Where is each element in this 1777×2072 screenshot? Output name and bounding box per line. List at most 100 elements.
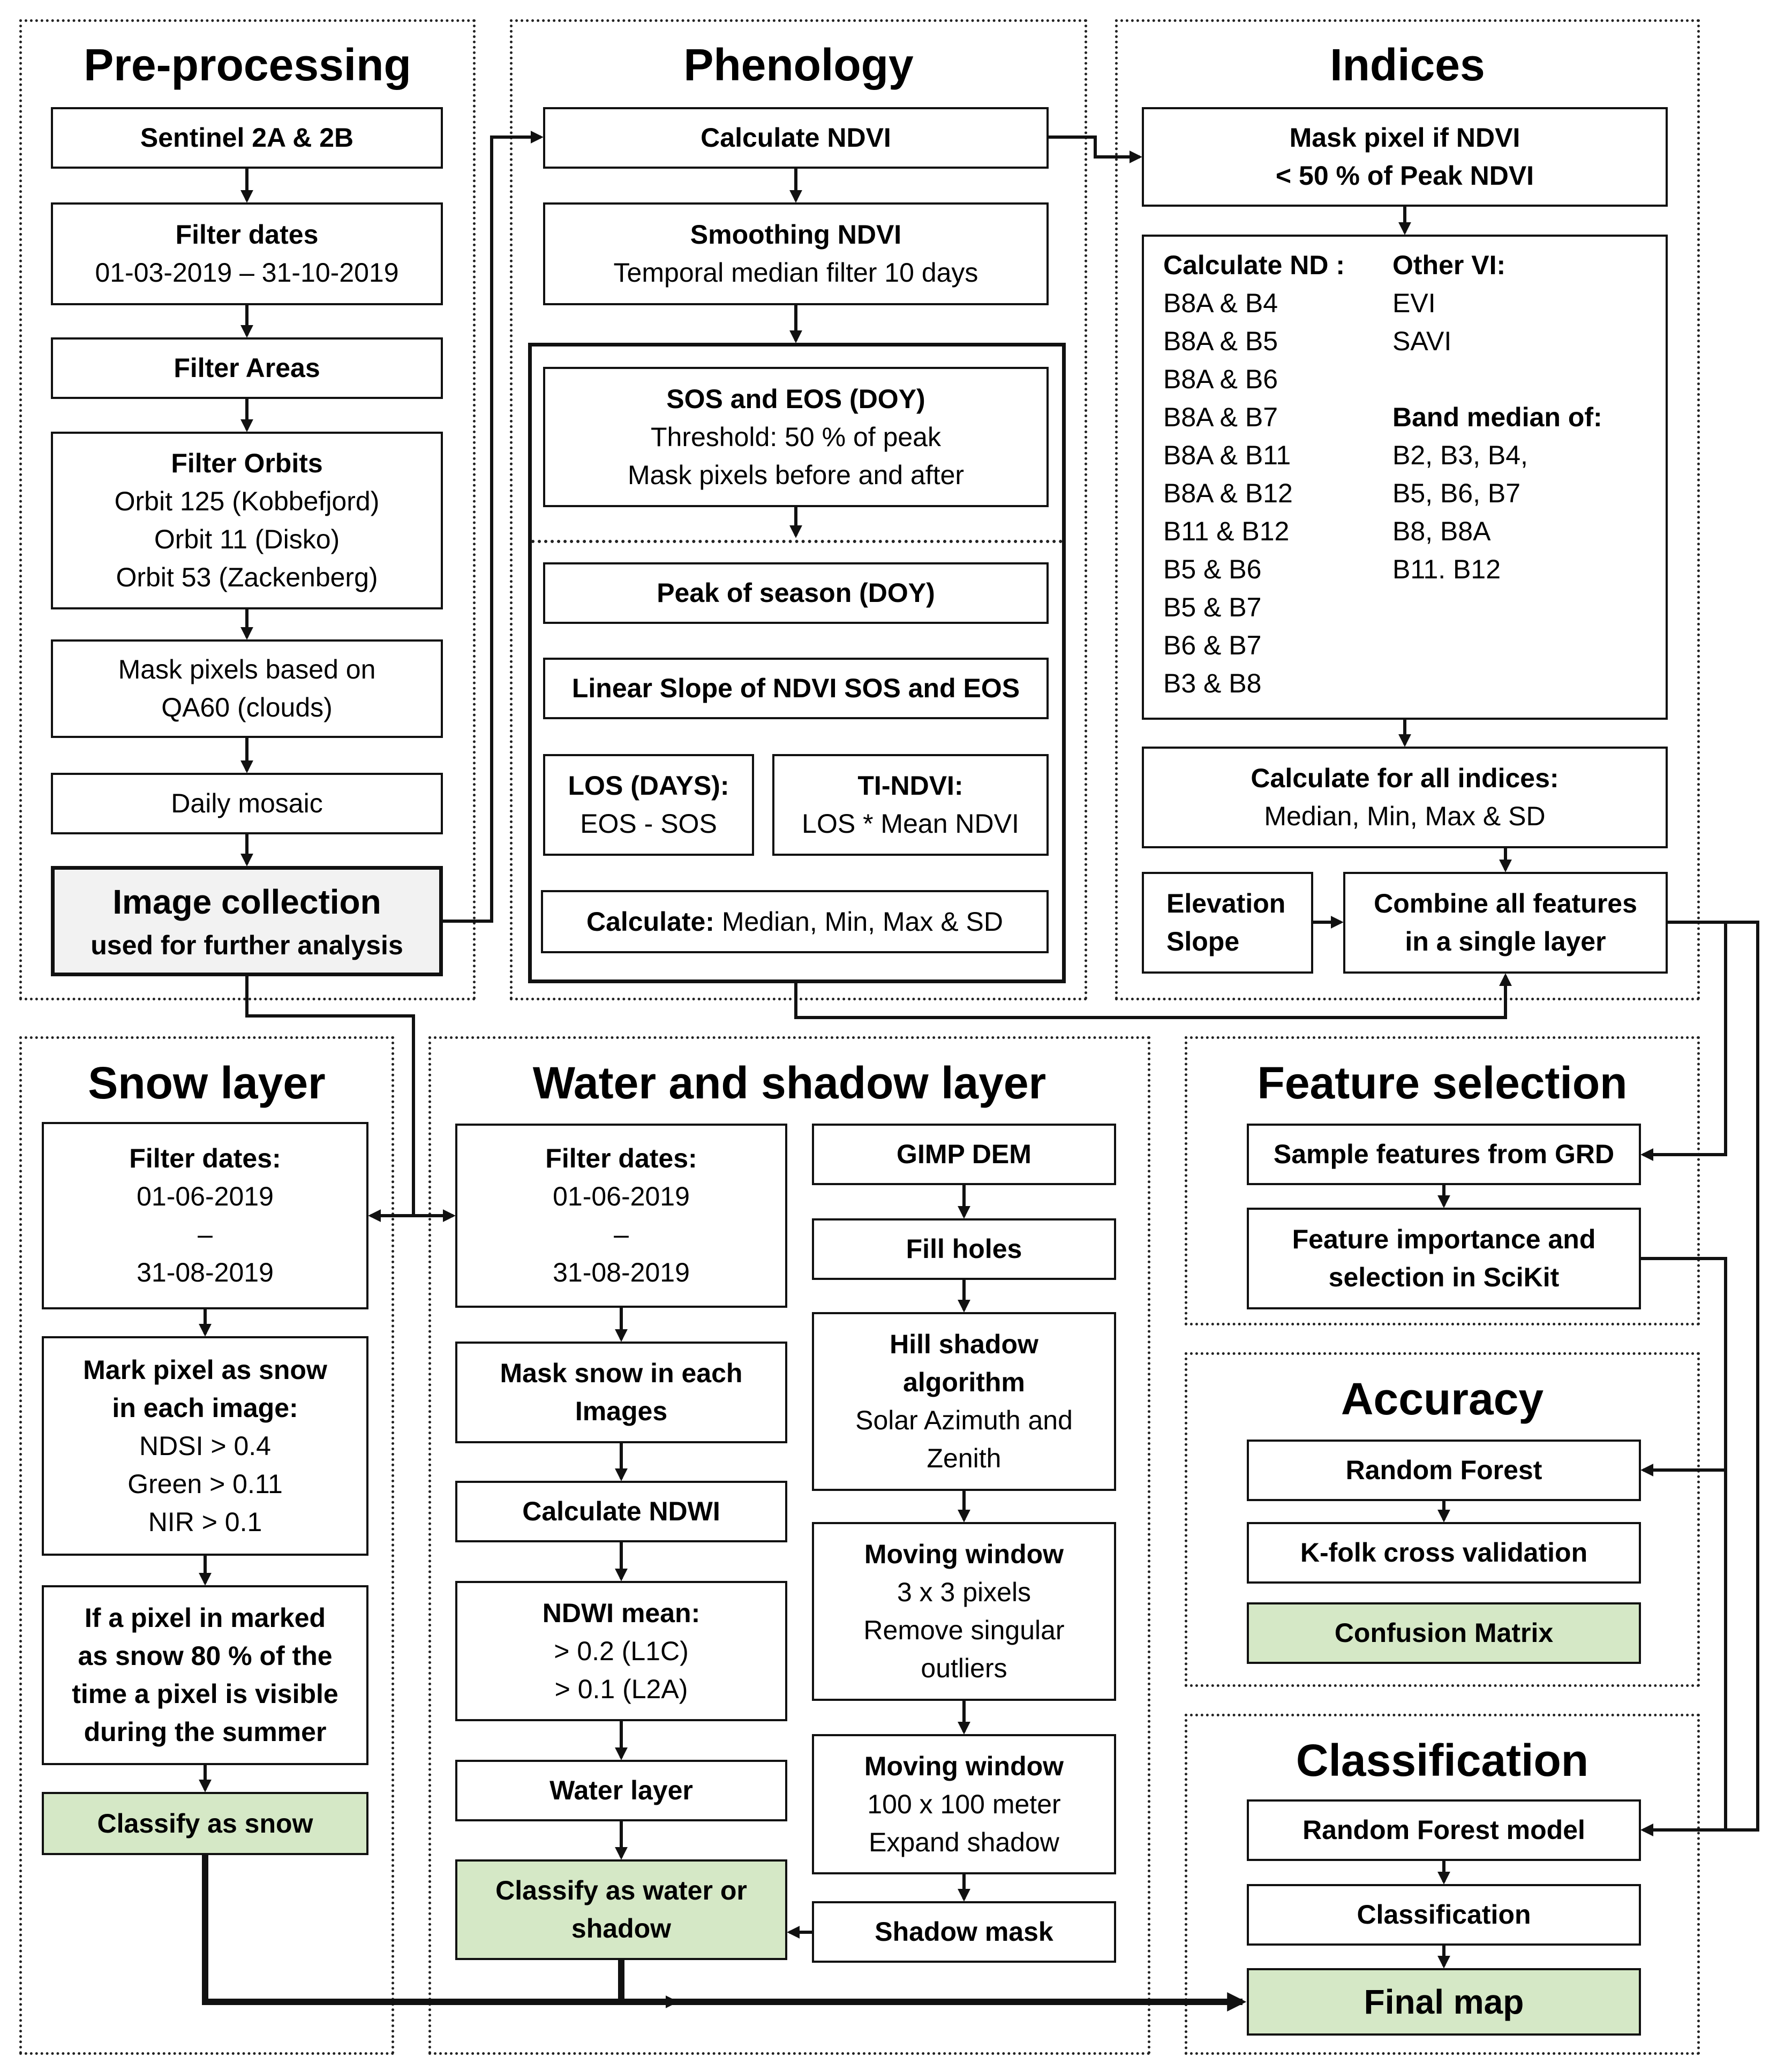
elevation-label: Elevation	[1166, 888, 1286, 918]
nd-title: Calculate ND :	[1163, 250, 1345, 280]
vi-item: SAVI	[1392, 326, 1452, 356]
moving-window-1-line2: Remove singular	[863, 1615, 1065, 1645]
nd-item: B8A & B4	[1163, 288, 1278, 318]
orbit-kobbefjord: Orbit 125 (Kobbefjord)	[114, 486, 380, 516]
hill-shadow-line3: Solar Azimuth and	[855, 1405, 1073, 1435]
daily-mosaic-label: Daily mosaic	[171, 788, 323, 818]
phenology-calc-label: Calculate:	[586, 906, 714, 937]
arrow-ndvi-to-indices	[1049, 135, 1142, 163]
los-box: LOS (DAYS): EOS - SOS	[543, 754, 754, 856]
arrow-importance-to-rfmodel	[1640, 1470, 1727, 1836]
snow-rule-line4: during the summer	[84, 1717, 327, 1747]
cloud-mask-box: Mask pixels based on QA60 (clouds)	[51, 639, 443, 738]
feature-panel: Feature selection	[1185, 1036, 1700, 1325]
hill-shadow-line4: Zenith	[927, 1443, 1002, 1473]
classification-label: Classification	[1357, 1900, 1531, 1930]
mask-snow-box: Mask snow in each Images	[455, 1342, 787, 1443]
snow-date-end: 31-08-2019	[137, 1257, 274, 1287]
moving-window-1-line3: outliers	[921, 1653, 1007, 1683]
snow-ndsi: NDSI > 0.4	[139, 1430, 271, 1461]
snow-rule-line1: If a pixel in marked	[84, 1603, 326, 1633]
arrow-phenology-to-combine	[794, 973, 1512, 1019]
moving-window-2-line2: Expand shadow	[869, 1827, 1059, 1857]
calc-ndvi-box: Calculate NDVI	[543, 107, 1049, 169]
arrow-collection-to-ndvi	[443, 131, 544, 923]
feature-title: Feature selection	[1257, 1058, 1628, 1108]
rf-model-box: Random Forest model	[1247, 1799, 1641, 1861]
snow-nir: NIR > 0.1	[148, 1506, 262, 1537]
filter-orbits-box: Filter Orbits Orbit 125 (Kobbefjord) Orb…	[51, 432, 443, 609]
fill-holes-label: Fill holes	[906, 1234, 1022, 1264]
nd-item: B8A & B12	[1163, 478, 1293, 508]
snow-rule-line3: time a pixel is visible	[72, 1679, 338, 1709]
classification-panel: Classification	[1185, 1714, 1700, 2055]
phenology-title: Phenology	[683, 40, 914, 90]
band-item: B11. B12	[1392, 554, 1501, 584]
hill-shadow-line1: Hill shadow	[890, 1329, 1038, 1359]
ndwi-mean-box: NDWI mean: > 0.2 (L1C) > 0.1 (L2A)	[455, 1581, 787, 1721]
sos-eos-title: SOS and EOS (DOY)	[666, 383, 925, 414]
random-forest-box: Random Forest	[1247, 1440, 1641, 1501]
sos-eos-threshold: Threshold: 50 % of peak	[651, 421, 941, 452]
water-date-dash: –	[614, 1219, 629, 1249]
phenology-calc-box: Calculate: Median, Min, Max & SD	[541, 890, 1049, 953]
classify-water-line2: shadow	[571, 1913, 672, 1943]
calc-ndvi-label: Calculate NDVI	[701, 123, 891, 153]
cloud-mask-line1: Mask pixels based on	[118, 654, 376, 684]
flow-snow-to-final	[202, 1855, 664, 2005]
water-title: Water and shadow layer	[532, 1058, 1046, 1108]
snow-date-start: 01-06-2019	[137, 1181, 274, 1211]
smoothing-box: Smoothing NDVI Temporal median filter 10…	[543, 202, 1049, 305]
water-layer-label: Water layer	[549, 1775, 693, 1805]
mask-snow-line1: Mask snow in each	[500, 1358, 743, 1388]
band-item: B8, B8A	[1392, 516, 1491, 546]
hill-shadow-box: Hill shadow algorithm Solar Azimuth and …	[812, 1312, 1116, 1491]
filter-areas-box: Filter Areas	[51, 337, 443, 399]
moving-window-1-title: Moving window	[864, 1539, 1064, 1569]
classify-snow-label: Classify as snow	[97, 1808, 313, 1839]
vi-title: Other VI:	[1392, 250, 1506, 280]
sample-features-box: Sample features from GRD	[1247, 1124, 1641, 1185]
snow-mark-box: Mark pixel as snow in each image: NDSI >…	[42, 1336, 368, 1556]
snow-rule-box: If a pixel in marked as snow 80 % of the…	[42, 1585, 368, 1765]
gimp-dem-box: GIMP DEM	[812, 1124, 1116, 1185]
ti-ndvi-title: TI-NDVI:	[857, 771, 963, 801]
feature-importance-line2: selection in SciKit	[1328, 1262, 1560, 1292]
cloud-mask-line2: QA60 (clouds)	[161, 692, 333, 722]
indices-panel: Indices	[1115, 19, 1700, 1000]
confusion-matrix-label: Confusion Matrix	[1334, 1618, 1554, 1648]
image-collection-title: Image collection	[112, 883, 381, 922]
snow-panel: Snow layer	[19, 1036, 394, 2055]
filter-dates-title: Filter dates	[175, 220, 319, 250]
filter-dates-range: 01-03-2019 – 31-10-2019	[95, 258, 399, 288]
moving-window-1-line1: 3 x 3 pixels	[897, 1577, 1031, 1607]
arrow-importance-to-rf	[1640, 1257, 1727, 1476]
calc-ndwi-box: Calculate NDWI	[455, 1481, 787, 1542]
image-collection-box: Image collection used for further analys…	[51, 866, 443, 976]
gimp-dem-label: GIMP DEM	[897, 1139, 1031, 1169]
kfold-label: K-folk cross validation	[1300, 1538, 1588, 1568]
nd-item: B8A & B6	[1163, 364, 1278, 394]
nd-item: B8A & B11	[1163, 440, 1291, 470]
shadow-mask-label: Shadow mask	[875, 1917, 1053, 1947]
elevation-slope-box: Elevation Slope	[1142, 872, 1313, 974]
moving-window-2-line1: 100 x 100 meter	[867, 1789, 1061, 1819]
feature-importance-line1: Feature importance and	[1292, 1224, 1596, 1254]
los-desc: EOS - SOS	[580, 809, 717, 839]
kfold-box: K-folk cross validation	[1247, 1522, 1641, 1584]
classify-water-box: Classify as water or shadow	[455, 1859, 787, 1960]
classification-title: Classification	[1296, 1735, 1589, 1785]
classify-snow-box: Classify as snow	[42, 1792, 368, 1855]
snow-title: Snow layer	[88, 1058, 326, 1108]
linear-slope-box: Linear Slope of NDVI SOS and EOS	[543, 658, 1049, 719]
ndvi-mask-line1: Mask pixel if NDVI	[1289, 123, 1520, 153]
ndvi-mask-box: Mask pixel if NDVI < 50 % of Peak NDVI	[1142, 107, 1668, 207]
moving-window-1-box: Moving window 3 x 3 pixels Remove singul…	[812, 1522, 1116, 1701]
classification-box: Classification	[1247, 1884, 1641, 1946]
